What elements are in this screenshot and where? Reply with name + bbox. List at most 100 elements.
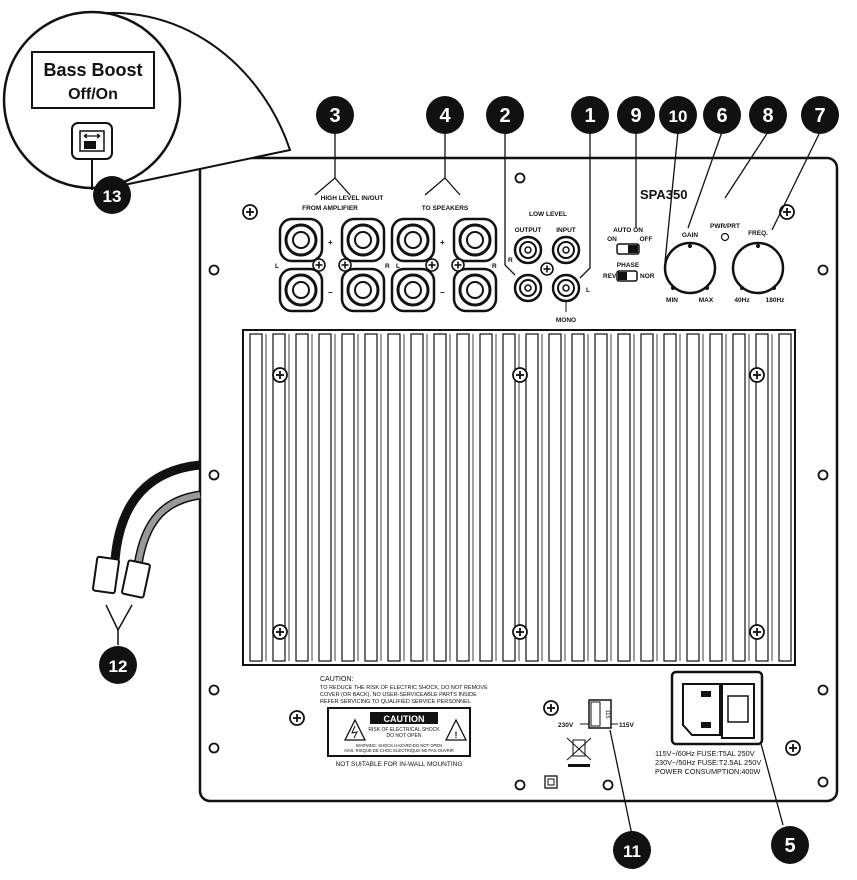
number-badge-8: 8: [749, 96, 787, 134]
svg-text:4: 4: [439, 105, 451, 127]
svg-text:!: !: [455, 730, 458, 740]
from-amplifier-label: FROM AMPLIFIER: [302, 205, 358, 212]
number-badge-5: 5: [771, 826, 809, 864]
weee-recycle-icon: [566, 737, 592, 767]
high-level-label: HIGH LEVEL IN/OUT: [321, 195, 384, 202]
caution-label-text: CAUTION: [384, 714, 425, 724]
right-label-spk: R: [492, 263, 497, 270]
number-badge-13: 13: [93, 176, 131, 214]
rca-jack[interactable]: [513, 273, 543, 303]
power-spec-line2: 230V~/50Hz FUSE:T2.5AL 250V: [655, 758, 761, 767]
binding-post[interactable]: [390, 217, 436, 263]
binding-post[interactable]: [340, 217, 386, 263]
output-label: OUTPUT: [515, 227, 542, 234]
to-speakers-label: TO SPEAKERS: [422, 205, 469, 212]
caution-heading: CAUTION:: [320, 676, 354, 683]
binding-post[interactable]: [390, 267, 436, 313]
screw-icon: [272, 367, 288, 383]
caution-risk1: RISK OF ELECTRICAL SHOCK: [368, 727, 440, 733]
screw-icon: [543, 700, 559, 716]
bolt-hole: [817, 776, 829, 788]
minus-label-amp: −: [328, 288, 333, 297]
screw-icon: [512, 624, 528, 640]
svg-text:9: 9: [630, 105, 641, 127]
voltage-230-label: 230V: [558, 722, 574, 729]
power-led: [720, 232, 730, 242]
bolt-hole: [514, 779, 526, 791]
bolt-hole: [817, 684, 829, 696]
binding-post[interactable]: [278, 217, 324, 263]
heatsink: [242, 329, 796, 666]
minus-label-spk: −: [440, 288, 445, 297]
callout-subtitle: Off/On: [68, 86, 118, 103]
svg-text:7: 7: [814, 105, 825, 127]
rca-jack[interactable]: [551, 235, 581, 265]
gain-max-label: MAX: [699, 297, 714, 304]
speaker-wires: [91, 460, 201, 645]
svg-text:1: 1: [584, 105, 595, 127]
mono-label: MONO: [556, 317, 576, 324]
screw-icon: [425, 258, 439, 272]
gain-knob[interactable]: [663, 241, 717, 295]
plus-label-amp: +: [328, 238, 333, 247]
bolt-hole: [514, 172, 526, 184]
phase-rev-label: REV: [603, 273, 617, 280]
power-spec-line3: POWER CONSUMPTION:400W: [655, 767, 761, 776]
rca-right-label: R: [508, 257, 513, 264]
screw-icon: [785, 740, 801, 756]
number-badge-7: 7: [801, 96, 839, 134]
caution-line2: COVER (OR BACK). NO USER-SERVICEABLE PAR…: [320, 692, 477, 698]
number-badge-12: 12: [99, 646, 137, 684]
bolt-hole: [208, 264, 220, 276]
voltage-115-label: 115V: [619, 722, 634, 729]
panel-bolts: [208, 172, 829, 791]
panel-screws: [242, 204, 801, 756]
number-badge-2: 2: [486, 96, 524, 134]
screw-icon: [451, 258, 465, 272]
input-label: INPUT: [556, 227, 576, 234]
binding-post[interactable]: [452, 217, 498, 263]
bolt-hole: [602, 779, 614, 791]
caution-label: ! CAUTION RISK OF ELECTRICAL SHOCK DO NO…: [327, 707, 471, 757]
number-badge-3: 3: [316, 96, 354, 134]
phase-label: PHASE: [617, 262, 640, 269]
bolt-hole: [208, 684, 220, 696]
in-wall-warning: NOT SUITABLE FOR IN-WALL MOUNTING: [336, 761, 463, 768]
low-level-label: LOW LEVEL: [529, 211, 567, 218]
freq-180hz-label: 180Hz: [766, 297, 786, 304]
high-level-binding-posts: [278, 217, 498, 313]
voltage-selector: 115 230V 115V: [558, 699, 634, 729]
freq-40hz-label: 40Hz: [734, 297, 750, 304]
rca-jack[interactable]: [513, 235, 543, 265]
screw-icon: [779, 204, 795, 220]
rca-jack[interactable]: [551, 273, 581, 303]
bolt-hole: [208, 469, 220, 481]
svg-text:11: 11: [623, 842, 641, 861]
exclamation-warning-icon: [444, 718, 468, 741]
auto-on-off-label: OFF: [640, 236, 653, 243]
screw-icon: [512, 367, 528, 383]
freq-label: FREQ.: [748, 230, 768, 237]
gain-min-label: MIN: [666, 297, 678, 304]
number-badge-9: 9: [617, 96, 655, 134]
bolt-hole: [817, 264, 829, 276]
right-label-amp: R: [385, 263, 390, 270]
screw-icon: [749, 367, 765, 383]
svg-text:13: 13: [103, 187, 122, 206]
svg-text:10: 10: [669, 107, 688, 126]
svg-text:2: 2: [499, 105, 510, 127]
bolt-hole: [208, 742, 220, 754]
double-arrow-icon: [83, 133, 101, 139]
number-badge-1: 1: [571, 96, 609, 134]
binding-post[interactable]: [452, 267, 498, 313]
voltage-switch-text: 115: [604, 710, 610, 719]
left-label-spk: L: [396, 263, 400, 270]
binding-post[interactable]: [340, 267, 386, 313]
phase-nor-label: NOR: [640, 273, 655, 280]
freq-knob[interactable]: [731, 241, 785, 295]
caution-risk2: DO NOT OPEN: [387, 733, 422, 739]
binding-post[interactable]: [278, 267, 324, 313]
